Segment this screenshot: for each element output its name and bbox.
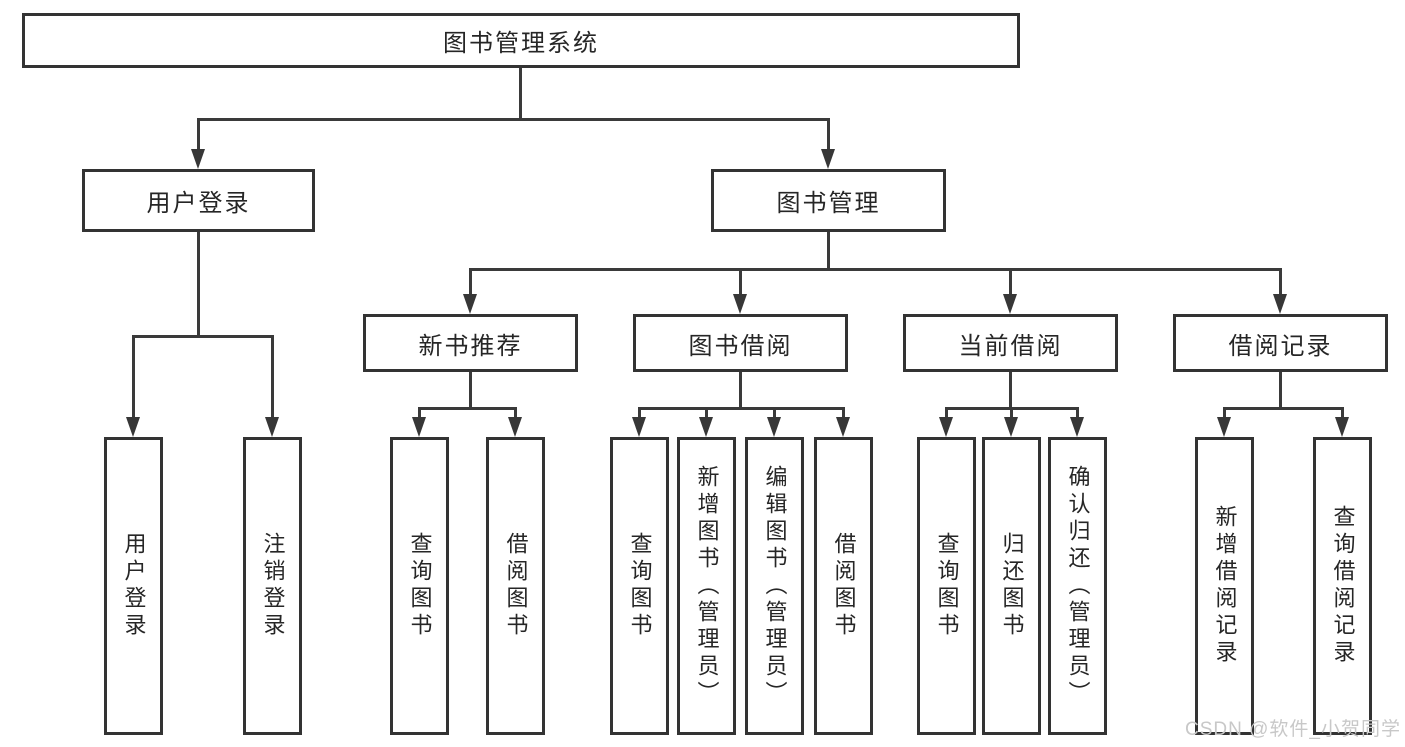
node-current-borrow: 当前借阅 [903, 314, 1118, 372]
arrow-down-icon [508, 417, 522, 437]
connector-line [739, 268, 742, 296]
arrow-down-icon [836, 417, 850, 437]
arrow-down-icon [1003, 294, 1017, 314]
node-user-login: 用户登录 [82, 169, 315, 232]
arrow-down-icon [821, 149, 835, 169]
connector-line [739, 372, 742, 410]
connector-line [705, 407, 708, 419]
connector-line [842, 407, 845, 419]
arrow-down-icon [463, 294, 477, 314]
connector-line [638, 407, 641, 419]
arrow-down-icon [412, 417, 426, 437]
node-new-book-recommend: 新书推荐 [363, 314, 578, 372]
connector-line [945, 407, 948, 419]
node-leaf-user-login: 用户登录 [104, 437, 163, 735]
arrow-down-icon [699, 417, 713, 437]
arrow-down-icon [733, 294, 747, 314]
arrow-down-icon [1217, 417, 1231, 437]
node-leaf-query-books-1: 查询图书 [390, 437, 449, 735]
connector-line [418, 407, 421, 419]
connector-line [1009, 268, 1012, 296]
node-leaf-logout: 注销登录 [243, 437, 302, 735]
connector-line [197, 118, 200, 151]
connector-line [1223, 407, 1344, 410]
connector-line [197, 118, 830, 121]
node-book-management: 图书管理 [711, 169, 946, 232]
connector-line [1076, 407, 1079, 419]
arrow-down-icon [632, 417, 646, 437]
node-leaf-borrow-books-1: 借阅图书 [486, 437, 545, 735]
connector-line [827, 118, 830, 151]
connector-line [132, 335, 274, 338]
node-leaf-query-borrow-record: 查询借阅记录 [1313, 437, 1372, 735]
connector-line [418, 407, 517, 410]
node-leaf-borrow-books-2: 借阅图书 [814, 437, 873, 735]
connector-line [1009, 372, 1012, 410]
connector-line [638, 407, 845, 410]
connector-line [469, 268, 1282, 271]
connector-line [514, 407, 517, 419]
connector-line [773, 407, 776, 419]
connector-line [519, 68, 522, 121]
connector-line [1010, 407, 1013, 419]
node-leaf-query-books-3: 查询图书 [917, 437, 976, 735]
connector-line [1223, 407, 1226, 419]
node-leaf-add-borrow-record: 新增借阅记录 [1195, 437, 1254, 735]
connector-line [827, 232, 830, 271]
watermark: CSDN @软件_小贺同学 [1185, 719, 1401, 740]
arrow-down-icon [191, 149, 205, 169]
node-book-borrow: 图书借阅 [633, 314, 848, 372]
arrow-down-icon [767, 417, 781, 437]
node-borrow-records: 借阅记录 [1173, 314, 1388, 372]
arrow-down-icon [939, 417, 953, 437]
connector-line [1341, 407, 1344, 419]
connector-line [197, 232, 200, 335]
node-root: 图书管理系统 [22, 13, 1020, 68]
connector-line [1279, 268, 1282, 296]
connector-line [132, 335, 135, 419]
node-leaf-query-books-2: 查询图书 [610, 437, 669, 735]
connector-line [469, 268, 472, 296]
connector-line [1279, 372, 1282, 410]
arrow-down-icon [1004, 417, 1018, 437]
arrow-down-icon [1335, 417, 1349, 437]
node-leaf-edit-book-admin: 编辑图书（管理员） [745, 437, 804, 735]
arrow-down-icon [126, 417, 140, 437]
arrow-down-icon [265, 417, 279, 437]
arrow-down-icon [1273, 294, 1287, 314]
connector-line [469, 372, 472, 410]
connector-line [271, 335, 274, 419]
arrow-down-icon [1070, 417, 1084, 437]
node-leaf-add-book-admin: 新增图书（管理员） [677, 437, 736, 735]
node-leaf-confirm-return-admin: 确认归还（管理员） [1048, 437, 1107, 735]
node-leaf-return-book: 归还图书 [982, 437, 1041, 735]
